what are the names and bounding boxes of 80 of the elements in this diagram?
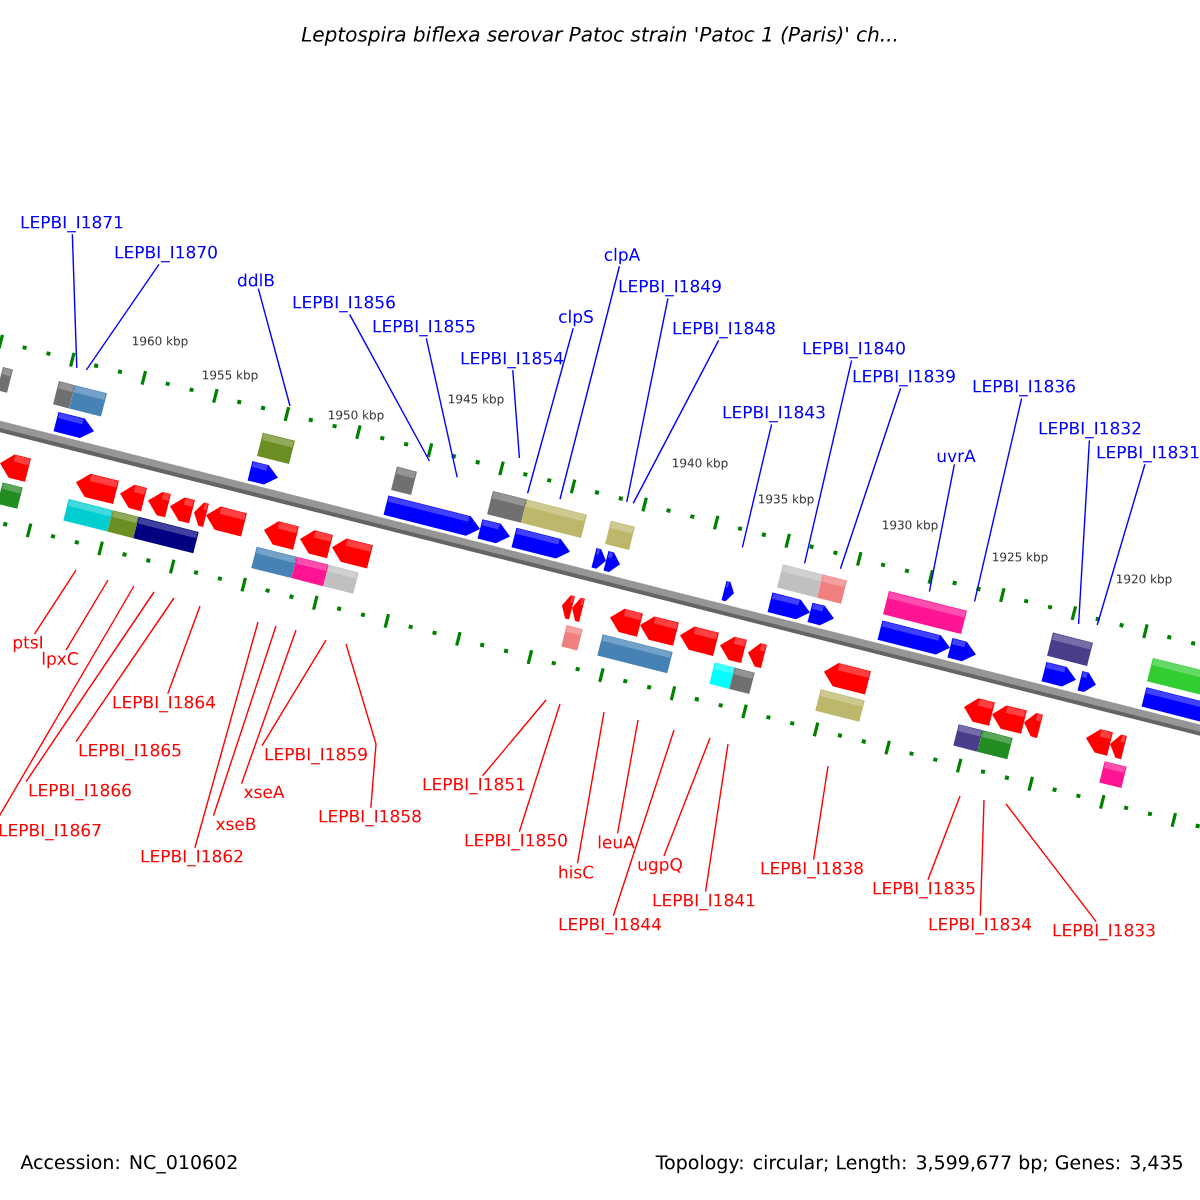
leader-line (261, 639, 327, 747)
leader-line (559, 265, 621, 500)
gene-label: LEPBI_I1834 (929, 917, 1031, 935)
leader-line (803, 359, 853, 565)
gene-label: LEPBI_I1840 (803, 341, 905, 359)
gene-label: uvrA (937, 449, 976, 463)
footer-text: Topology: circular; Length: 3,599,677 bp; Genes: 3,435 (655, 1154, 1182, 1174)
gene-label: LEPBI_I1870 (115, 245, 217, 263)
leader-line (1096, 463, 1146, 626)
gene-label: LEPBI_I1866 (29, 783, 131, 801)
leader-line (632, 339, 720, 505)
footer-text: Accession: NC_010602 (20, 1154, 237, 1174)
gene-label: lpxC (42, 651, 78, 669)
leader-line (741, 423, 773, 549)
leader-line (65, 579, 109, 651)
leader-line (348, 313, 431, 462)
leader-line (25, 591, 155, 783)
gene-label: ptsI (13, 636, 42, 652)
gene-label: LEPBI_I1867 (0, 823, 101, 841)
leader-line (1077, 439, 1091, 625)
title: Leptospira biflexa serovar Patoc strain 'Patoc 1 (Paris)' ch... (301, 26, 897, 46)
gene-label: LEPBI_I1838 (761, 861, 863, 879)
leader-line (212, 625, 277, 817)
gene-label: hisC (559, 865, 594, 879)
leader-line (257, 287, 291, 407)
gene-label: LEPBI_I1848 (673, 321, 775, 339)
gene-label: LEPBI_I1832 (1039, 421, 1141, 439)
leader-line (240, 629, 297, 785)
leader-line (85, 263, 160, 371)
leader-line (663, 737, 711, 857)
leader-line (812, 765, 829, 861)
leader-line (616, 719, 639, 835)
gene-label: clpS (559, 309, 593, 327)
leader-line (75, 597, 175, 743)
leader-line (512, 369, 521, 459)
gene-label: LEPBI_I1871 (21, 215, 123, 233)
gene-label: ugpQ (638, 857, 682, 875)
leader-line (927, 795, 961, 881)
leader-line (612, 729, 675, 917)
leader-line (481, 699, 547, 777)
gene-label: LEPBI_I1855 (373, 319, 475, 337)
leader-line (626, 297, 669, 503)
gene-label: LEPBI_I1835 (873, 881, 975, 899)
gene-label: xseA (244, 785, 285, 799)
gene-label: LEPBI_I1844 (559, 917, 661, 935)
gene-label: LEPBI_I1854 (461, 351, 563, 369)
leader-line (928, 463, 956, 593)
leader-line (518, 703, 561, 833)
gene-label: LEPBI_I1831 (1097, 445, 1199, 463)
leader-line (704, 743, 729, 893)
gene-label: LEPBI_I1858 (319, 809, 421, 827)
gene-label: LEPBI_I1836 (973, 379, 1075, 397)
gene-label: LEPBI_I1843 (723, 405, 825, 423)
gene-label: LEPBI_I1851 (423, 777, 525, 795)
leader-line (345, 643, 377, 809)
leader-line (526, 327, 574, 494)
gene-label: LEPBI_I1833 (1053, 923, 1155, 941)
leader-line (167, 605, 201, 695)
gene-label: ddlB (237, 273, 274, 287)
gene-label: LEPBI_I1859 (265, 747, 367, 765)
leader-line (194, 621, 259, 849)
gene-label: xseB (216, 817, 256, 831)
leader-line (33, 569, 77, 635)
leader-line (1005, 803, 1097, 923)
leader-line (979, 799, 985, 917)
leader-line (71, 233, 78, 369)
gene-label: LEPBI_I1850 (465, 833, 567, 851)
gene-label: clpA (604, 247, 641, 265)
gene-label: leuA (598, 835, 635, 849)
leader-line (839, 387, 902, 570)
gene-label: LEPBI_I1856 (293, 295, 395, 313)
leader-line (425, 337, 458, 479)
gene-label: LEPBI_I1862 (141, 849, 243, 867)
leader-line (973, 397, 1023, 603)
gene-label: LEPBI_I1849 (619, 279, 721, 297)
gene-label: LEPBI_I1864 (113, 695, 215, 713)
leader-line (576, 711, 605, 865)
gene-label: LEPBI_I1865 (79, 743, 181, 761)
gene-label: LEPBI_I1839 (853, 369, 955, 387)
gene-label: LEPBI_I1841 (653, 893, 755, 911)
